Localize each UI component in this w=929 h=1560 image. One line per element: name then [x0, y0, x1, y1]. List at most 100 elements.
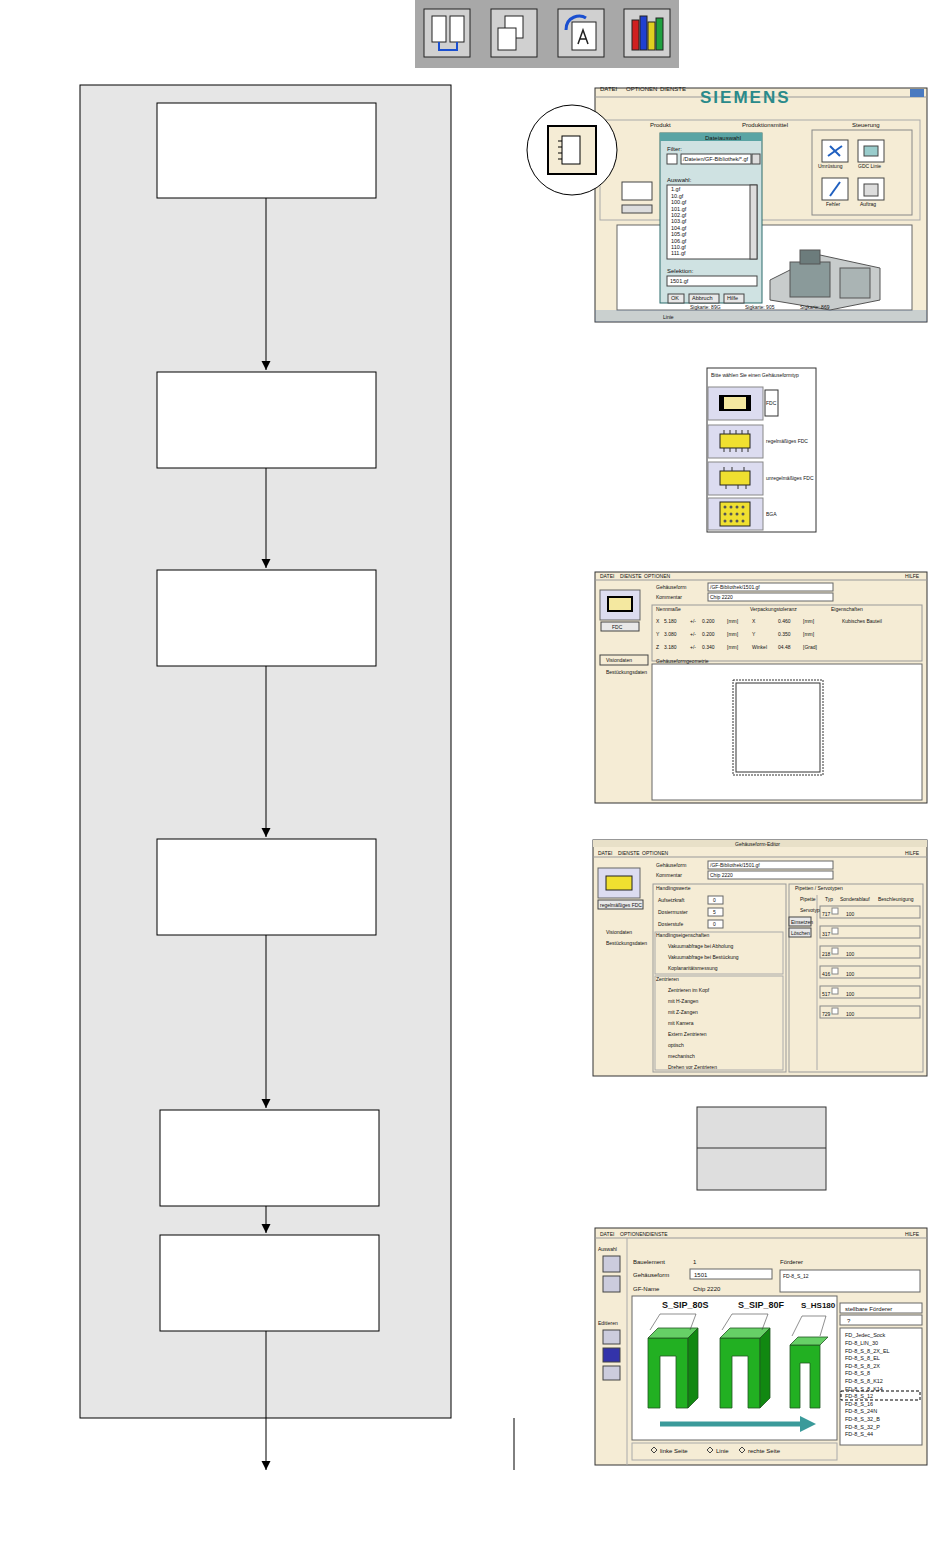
screen-label: Linie [663, 315, 674, 320]
screen-label: Pipette [800, 897, 816, 902]
screen-label: DATEI [600, 574, 614, 579]
screen-label: Dosiermuster [658, 910, 688, 915]
screen-label: Produktionsmittel [742, 122, 788, 128]
screen-label: 517 [822, 992, 830, 997]
screen-label: HILFE [905, 574, 919, 579]
screen-label: Bestückungsdaten [606, 670, 647, 675]
screen-label: Handlingswerte [656, 886, 690, 891]
screen-label: 717 [822, 912, 830, 917]
screen-label: Vakuumabfrage bei Bestückung [668, 955, 739, 960]
screen-label: Produkt [650, 122, 671, 128]
screen-label: Eigenschaften [831, 607, 863, 612]
screen-label: FD-8_S_8 [845, 1371, 870, 1377]
screen-label: 101.gf [671, 207, 686, 213]
screen-label: FD-8_S_16 [845, 1402, 873, 1408]
screen-label: SIEMENS [700, 89, 791, 106]
screen-label: Einsetzen [791, 920, 813, 925]
screen-label: 105.gf [671, 232, 686, 238]
screen-label: 1501 [694, 1272, 707, 1278]
screen-label: 1.gf [671, 187, 680, 193]
screen-label: 3.080 [664, 632, 677, 637]
screen-label: Gehäuseform [656, 863, 686, 868]
screen-label: mit H-Zangen [668, 999, 698, 1004]
screen-label: Winkel [752, 645, 767, 650]
screen-label: 0.460 [778, 619, 791, 624]
screen-label: 111.gf [671, 251, 685, 257]
screen-label: Dateiauswahl [705, 135, 741, 141]
screen-label: FDC [612, 625, 622, 630]
screen-label: Abbruch [692, 296, 713, 302]
screen-label: DIENSTE [618, 851, 640, 856]
screen-label: FD-8_S_8_K14 [845, 1387, 883, 1393]
screen-label: HILFE [905, 1232, 919, 1237]
screen-label: DATEI [600, 1232, 614, 1237]
screen-label: Bitte wählen Sie einen Gehäuseformtyp [711, 373, 799, 378]
screen-label: regelmäßiges FDC [766, 439, 808, 444]
screen-label: Umrüstung [818, 164, 842, 169]
screen-label: Gehäuseformgeometrie [656, 659, 709, 664]
blank-table [697, 1107, 826, 1190]
screen-label: Auswahl [598, 1247, 617, 1252]
screen-label: [mm] [727, 619, 738, 624]
screen-label: Y [656, 632, 659, 637]
screen-label: 317 [822, 932, 830, 937]
screen-label: FD-8_S_32_B [845, 1417, 880, 1423]
screen-label: 100 [846, 1012, 854, 1017]
screen-label: S_HS180 [801, 1302, 835, 1310]
screen-label: mit Kamera [668, 1021, 694, 1026]
screen-label: 102.gf [671, 213, 686, 219]
shape-editor-vision [595, 572, 927, 803]
screen-label: Editieren [598, 1321, 618, 1326]
screen-label: Sigkarte: 905 [745, 305, 774, 310]
screen-label: regelmäßiges FDC [600, 903, 642, 908]
screen-label: +/- [690, 645, 696, 650]
screen-label: [mm] [727, 632, 738, 637]
screen-label: Sigkarte: 869 [800, 305, 829, 310]
screen-label: linke Seite [660, 1448, 688, 1454]
screen-label: optisch [668, 1043, 684, 1048]
main-window [527, 88, 927, 322]
screen-label: Löschen [791, 931, 810, 936]
screen-label: Verpackungstoleranz [750, 607, 797, 612]
screen-label: 0.200 [702, 632, 715, 637]
screen-label: Gehäuseform [633, 1272, 669, 1278]
screen-label: Z [656, 645, 659, 650]
screen-label: DIENSTE [646, 1232, 668, 1237]
screen-label: Sigkarte: 89G [690, 305, 721, 310]
screen-label: 0 [713, 898, 716, 903]
screen-label: 100 [846, 972, 854, 977]
screen-label: Hilfe [727, 296, 738, 302]
screen-label: FD-8_S_8_EL [845, 1356, 880, 1362]
screen-label: FD-8_LIN_30 [845, 1341, 878, 1347]
screen-label: /GF-Bibliothek/1501.gf [710, 585, 760, 590]
screen-label: 218 [822, 952, 830, 957]
screen-label: Auswahl: [667, 177, 691, 183]
screen-label: 1501.gf [670, 279, 688, 285]
screen-label: Visiondaten [606, 930, 632, 935]
screen-label: Chip 2220 [710, 595, 733, 600]
shape-editor-placement [593, 840, 927, 1076]
screen-label: DATEI [598, 851, 612, 856]
screen-label: 110.gf [671, 245, 686, 251]
screen-label: GF-Name [633, 1286, 659, 1292]
screen-label: stellbare Förderer [845, 1306, 892, 1312]
screen-label: 10.gf [671, 194, 683, 200]
screen-label: 100.gf [671, 200, 686, 206]
screen-label: 106.gf [671, 239, 686, 245]
screen-label: FD-8_S_8_2X [845, 1364, 880, 1370]
screen-label: mechanisch [668, 1054, 695, 1059]
screen-label: Servotyp [800, 908, 820, 913]
screen-label: [mm] [803, 619, 814, 624]
screen-label: 103.gf [671, 219, 686, 225]
screen-label: FD-8_S_32_P [845, 1425, 880, 1431]
screen-label: BGA [766, 512, 777, 517]
screen-label: Chip 2220 [710, 873, 733, 878]
screen-label: FD-8_S_12 [845, 1394, 873, 1400]
screen-label: [mm] [803, 632, 814, 637]
screen-label: DATEI [600, 86, 617, 92]
screen-label: OPTIONEN [644, 574, 670, 579]
screen-label: X [752, 619, 755, 624]
screen-label: [Grad] [803, 645, 817, 650]
screen-label: 0.350 [778, 632, 791, 637]
